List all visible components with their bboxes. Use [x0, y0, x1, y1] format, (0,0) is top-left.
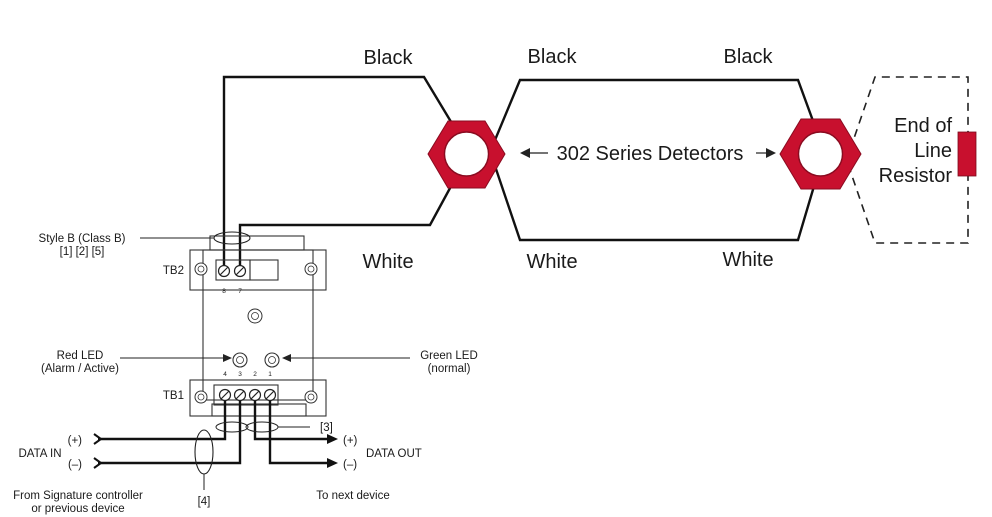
- loop-wiring: [222, 75, 822, 268]
- data-in-label: DATA IN: [18, 448, 61, 460]
- white-wire-module: [238, 165, 464, 268]
- style-label-line-1: Style B (Class B): [39, 233, 126, 245]
- tb2-terminal-8: [217, 264, 231, 278]
- green-led-label-line-2: (normal): [428, 363, 471, 375]
- red-led-label-line-1: Red LED: [57, 350, 104, 362]
- eol-label-line-2: Line: [914, 140, 952, 162]
- green-led: [264, 352, 280, 368]
- tb1-terminal-label-1: 1: [268, 371, 272, 378]
- detector-left: [427, 120, 506, 189]
- tb1-terminal-label-4: 4: [223, 371, 227, 378]
- black-wire-between: [493, 78, 822, 141]
- red-led-label-line-2: (Alarm / Active): [41, 363, 119, 375]
- red-led: [232, 352, 248, 368]
- data-in-minus: (–): [68, 459, 82, 471]
- data-out-label: DATA OUT: [366, 448, 422, 460]
- style-label-line-2: [1] [2] [5]: [60, 246, 105, 258]
- data-out-minus: (–): [343, 459, 357, 471]
- bottom-label-3: White: [722, 249, 773, 271]
- bottom-label-1: White: [362, 251, 413, 273]
- detector-arrows: [520, 148, 776, 158]
- style-b-twist-marker: [213, 231, 251, 245]
- data-wiring: [93, 401, 338, 490]
- from-label-line-1: From Signature controller: [13, 490, 143, 502]
- top-label-1: Black: [364, 47, 414, 69]
- tb1-terminal-label-2: 2: [253, 371, 257, 378]
- ref-3-label: [3]: [320, 422, 333, 434]
- eol-resistor: [957, 131, 977, 177]
- eol-label-line-3: Resistor: [879, 165, 953, 187]
- tb2-terminal-label-7: 7: [238, 288, 242, 295]
- data-out-plus: (+): [343, 435, 358, 447]
- tb2-label: TB2: [163, 265, 184, 277]
- to-label: To next device: [316, 490, 390, 502]
- black-wire-module: [222, 75, 464, 268]
- data-in-plus: (+): [68, 435, 83, 447]
- detectors-label: 302 Series Detectors: [557, 143, 744, 165]
- top-label-2: Black: [528, 46, 578, 68]
- from-label-line-2: or previous device: [31, 503, 124, 515]
- top-label-3: Black: [724, 46, 774, 68]
- detector-right: [779, 118, 862, 190]
- white-wire-between: [493, 165, 822, 242]
- tb2-terminal-label-8: 8: [222, 288, 226, 295]
- tb1-terminal-label-3: 3: [238, 371, 242, 378]
- ref-4-label: [4]: [198, 496, 211, 508]
- bottom-label-2: White: [526, 251, 577, 273]
- tb2-terminal-7: [233, 264, 247, 278]
- tb1-label: TB1: [163, 390, 184, 402]
- tb1-terminals: [218, 388, 277, 402]
- control-module: 8 7 4 3 2 1: [189, 235, 327, 417]
- eol-label-line-1: End of: [894, 115, 952, 137]
- eol-resistor-box: [849, 76, 977, 244]
- green-led-label-line-1: Green LED: [420, 350, 478, 362]
